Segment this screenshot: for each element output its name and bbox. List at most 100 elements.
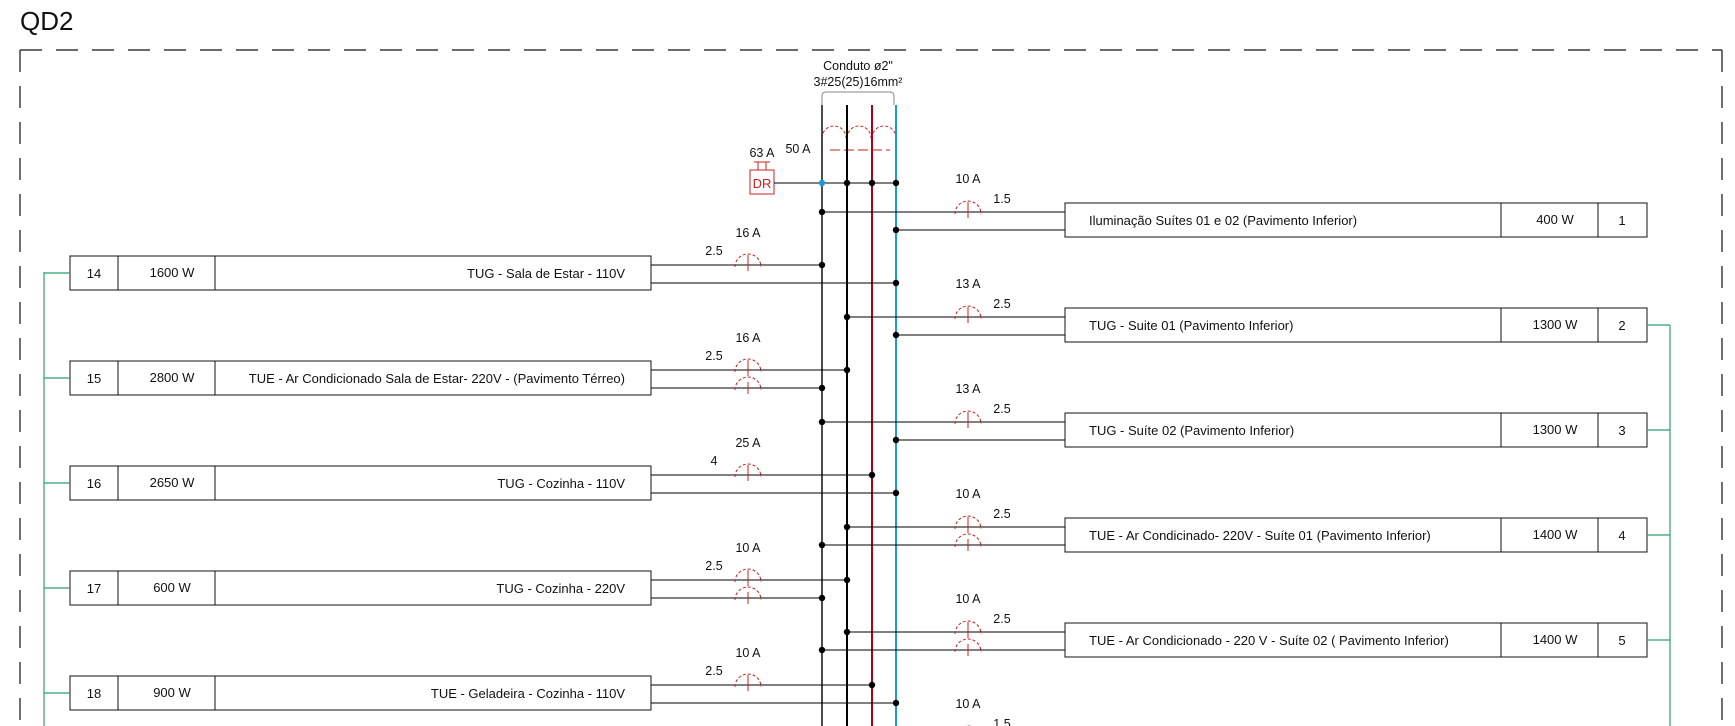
bus-node bbox=[892, 226, 900, 234]
breaker-rating: 13 A bbox=[955, 382, 981, 396]
circuit-power: 2800 W bbox=[150, 370, 196, 385]
bus-node bbox=[892, 489, 900, 497]
breaker-arc bbox=[954, 305, 982, 320]
breaker-arc bbox=[954, 515, 982, 530]
breaker-rating: 10 A bbox=[955, 172, 981, 186]
breaker-arc bbox=[954, 410, 982, 425]
bus-node bbox=[843, 313, 851, 321]
bus-node bbox=[843, 366, 851, 374]
circuit-number: 17 bbox=[87, 581, 101, 596]
circuit-number: 14 bbox=[87, 266, 101, 281]
bus-node bbox=[818, 261, 826, 269]
bus-node bbox=[892, 436, 900, 444]
circuit-number: 18 bbox=[87, 686, 101, 701]
circuits-right: 10 A 1.5 Iluminação Suítes 01 e 02 (Pavime… bbox=[818, 172, 1670, 726]
circuit-description: TUE - Geladeira - Cozinha - 110V bbox=[431, 686, 625, 701]
circuit-description: TUG - Suíte 02 (Pavimento Inferior) bbox=[1089, 423, 1294, 438]
bus-node bbox=[868, 471, 876, 479]
bus-node bbox=[818, 594, 826, 602]
bus-node bbox=[843, 179, 851, 187]
circuit-description: TUG - Sala de Estar - 110V bbox=[467, 266, 625, 281]
breaker-arc bbox=[734, 586, 762, 601]
circuit-number: 15 bbox=[87, 371, 101, 386]
bus-node-neutral bbox=[818, 179, 826, 187]
bus-node bbox=[892, 179, 900, 187]
circuit-description: TUE - Ar Condicionado Sala de Estar- 220… bbox=[249, 371, 625, 386]
circuit-number: 3 bbox=[1618, 423, 1625, 438]
breaker-arc bbox=[734, 568, 762, 583]
circuit-right-next: 10 A 1.5 bbox=[955, 697, 1011, 726]
bus-node bbox=[843, 576, 851, 584]
breaker-arc bbox=[734, 253, 762, 268]
breaker-rating: 13 A bbox=[955, 277, 981, 291]
conduit-brace bbox=[821, 91, 895, 105]
main-breaker-symbol bbox=[821, 125, 897, 151]
bus-node bbox=[843, 523, 851, 531]
circuits-left: 16 A 2.5 14 1600 W TUG - Sala de Estar - 110… bbox=[44, 226, 900, 711]
bus-bars bbox=[818, 105, 900, 726]
bus-node bbox=[892, 699, 900, 707]
circuit-description: TUG - Cozinha - 110V bbox=[497, 476, 625, 491]
circuit-power: 1600 W bbox=[150, 265, 196, 280]
circuit-power: 1300 W bbox=[1533, 422, 1579, 437]
bus-node bbox=[843, 628, 851, 636]
bus-node bbox=[818, 646, 826, 654]
breaker-rating: 10 A bbox=[955, 592, 981, 606]
cable-section: 1.5 bbox=[993, 717, 1010, 726]
main-breaker-rating: 50 A bbox=[785, 142, 811, 156]
breaker-rating: 10 A bbox=[955, 487, 981, 501]
dr-label: DR bbox=[753, 176, 772, 191]
dr-symbol bbox=[749, 161, 775, 195]
breaker-arc bbox=[734, 376, 762, 391]
bus-node bbox=[868, 681, 876, 689]
circuit-description: TUE - Ar Condicionado - 220 V - Suíte 02… bbox=[1089, 633, 1449, 648]
cable-section: 2.5 bbox=[705, 559, 722, 573]
breaker-arc bbox=[954, 638, 982, 653]
breaker-rating: 16 A bbox=[735, 331, 761, 345]
breaker-arc bbox=[954, 200, 982, 215]
cable-section: 2.5 bbox=[993, 297, 1010, 311]
circuit-number: 1 bbox=[1618, 213, 1625, 228]
circuit-number: 2 bbox=[1618, 318, 1625, 333]
circuit-power: 1400 W bbox=[1533, 632, 1579, 647]
cable-section: 2.5 bbox=[993, 612, 1010, 626]
conduit-cables: 3#25(25)16mm² bbox=[814, 75, 903, 89]
cable-section: 2.5 bbox=[705, 244, 722, 258]
panel-title: QD2 bbox=[20, 6, 74, 36]
bus-node bbox=[818, 208, 826, 216]
circuit-left-14: 16 A 2.5 14 1600 W TUG - Sala de Estar - 110… bbox=[44, 226, 900, 291]
cable-section: 2.5 bbox=[993, 507, 1010, 521]
bus-node bbox=[868, 179, 876, 187]
circuit-power: 600 W bbox=[153, 580, 191, 595]
dr-rating: 63 A bbox=[749, 146, 775, 160]
breaker-arc bbox=[734, 358, 762, 373]
breaker-rating: 10 A bbox=[955, 697, 981, 711]
circuit-description: Iluminação Suítes 01 e 02 (Pavimento Inf… bbox=[1089, 213, 1357, 228]
circuit-power: 400 W bbox=[1536, 212, 1574, 227]
cable-section: 4 bbox=[711, 454, 718, 468]
circuit-number: 5 bbox=[1618, 633, 1625, 648]
circuit-power: 900 W bbox=[153, 685, 191, 700]
breaker-arc bbox=[734, 463, 762, 478]
circuit-number: 4 bbox=[1618, 528, 1625, 543]
bus-node bbox=[818, 384, 826, 392]
panel-boundary bbox=[19, 49, 1723, 726]
conduit-label: Conduto ø2" bbox=[823, 59, 893, 73]
bus-node bbox=[892, 331, 900, 339]
breaker-rating: 16 A bbox=[735, 226, 761, 240]
breaker-arc bbox=[954, 620, 982, 635]
breaker-rating: 25 A bbox=[735, 436, 761, 450]
cable-section: 2.5 bbox=[705, 664, 722, 678]
breaker-rating: 10 A bbox=[735, 541, 761, 555]
circuit-power: 1400 W bbox=[1533, 527, 1579, 542]
